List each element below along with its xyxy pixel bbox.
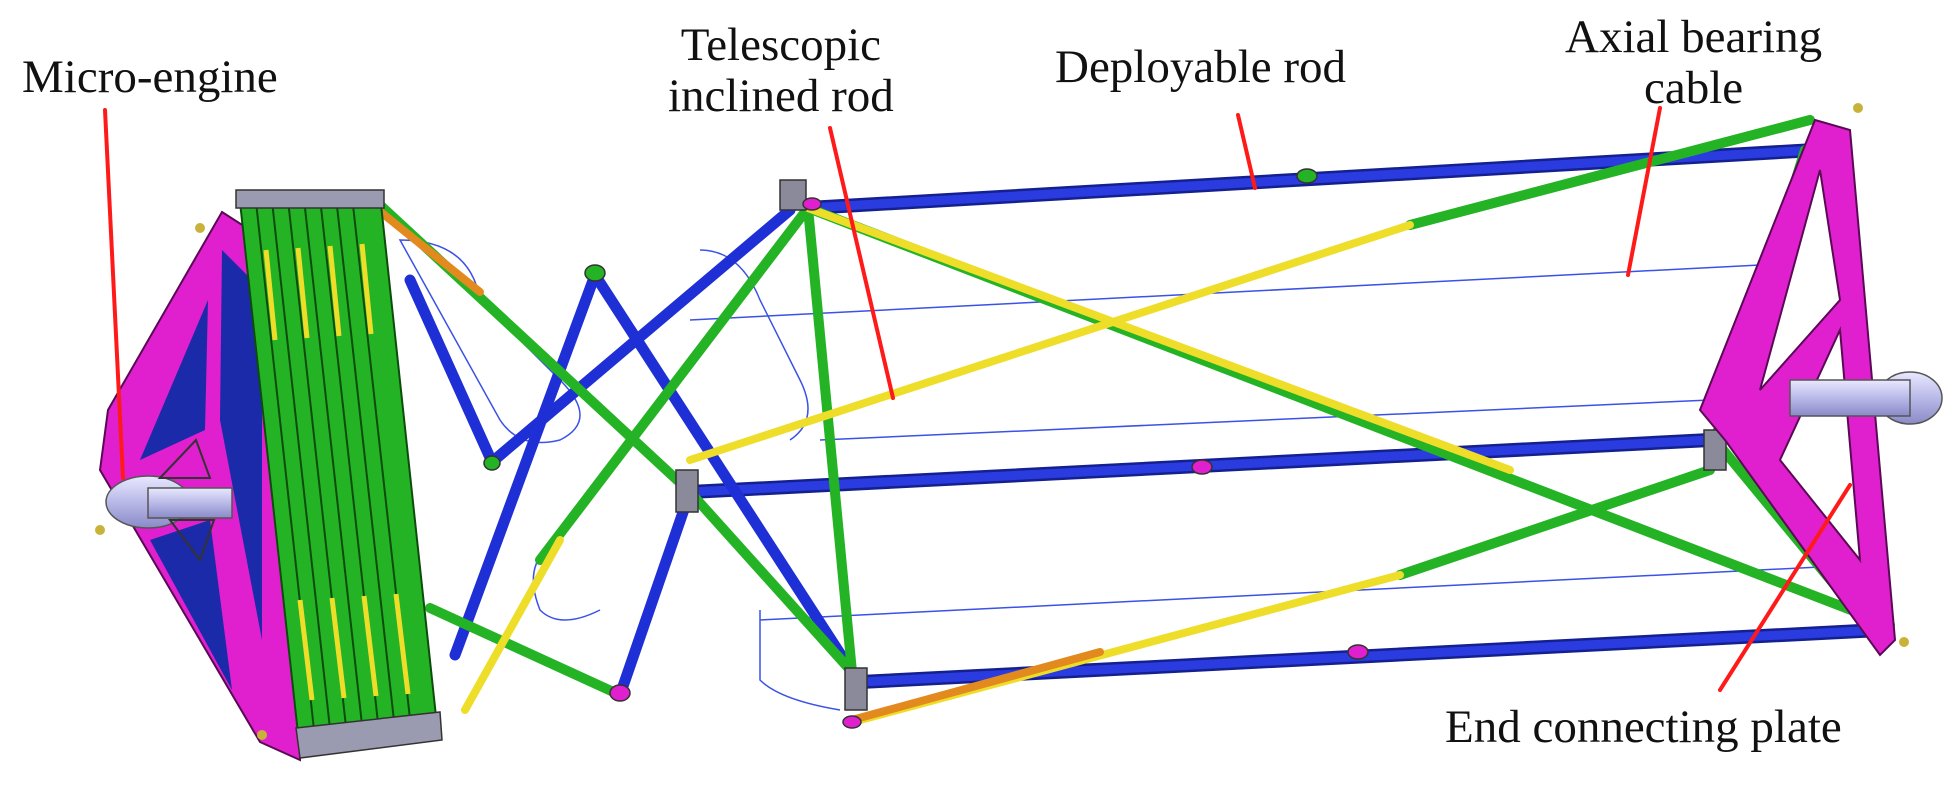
left-plate-window-3 (150, 520, 232, 690)
joint-mid-left (675, 469, 699, 513)
telescopic-rod-cross (804, 204, 1514, 474)
axial-label-line1: Axial bearing (1565, 11, 1823, 63)
bolt-5 (1899, 637, 1909, 647)
scissor-rod-1 (404, 274, 498, 468)
leader-axial (1626, 106, 1662, 277)
green-rod-lower-right (1395, 465, 1715, 580)
stowed-yellow-8 (393, 593, 411, 695)
stowed-yellow-6 (329, 597, 347, 699)
scissor-rod-4 (589, 269, 858, 678)
leader-micro-engine (103, 108, 125, 480)
scissor-rod-3 (449, 269, 601, 661)
micro-engine-left-bracket-bottom (168, 519, 216, 563)
stowed-bundle-cap-bottom (295, 711, 443, 759)
cable-lower (759, 564, 1861, 621)
axial-label-line2: cable (1643, 61, 1744, 114)
joint-scissor-mid (483, 455, 501, 471)
deployable-rod-label: Deployable rod (1055, 41, 1347, 93)
micro-engine-right-body (1789, 379, 1911, 417)
bolt-3 (257, 730, 267, 740)
right-plate-window-1 (1759, 169, 1842, 391)
stowed-bundle-cap-top (235, 189, 385, 209)
stowed-yellow-1 (263, 249, 278, 341)
green-rod-2 (425, 603, 625, 700)
scissor-rods-blue (404, 204, 858, 701)
telescopic-rods (368, 201, 1514, 724)
joint-scissor-top (584, 264, 606, 282)
left-plate-window-2 (140, 300, 208, 460)
stowed-yellow-2 (295, 247, 310, 339)
joints (483, 168, 1727, 729)
joint-magenta-top (802, 197, 822, 211)
orange-rod-top (368, 201, 484, 296)
stowed-yellow-7 (361, 595, 379, 697)
joint-mid-right (1703, 429, 1727, 471)
stowed-yellow-4 (359, 243, 374, 335)
cable-middle (819, 399, 1711, 441)
leader-end-plate (1718, 483, 1852, 692)
end-connecting-plate-label: End connecting plate (1445, 701, 1842, 753)
cable-loop-bottom (759, 610, 841, 711)
micro-engine-left-bracket-top (157, 438, 212, 479)
axial-bearing-cable-label: Axial bearing cable (1565, 12, 1822, 114)
telescopic-rod-upper (686, 221, 1414, 464)
left-end-plate (95, 210, 301, 762)
leader-telescopic (828, 126, 895, 400)
telescopic-label-line2: inclined rod (668, 69, 894, 122)
bolt-1 (195, 223, 205, 233)
right-end-plate (1698, 103, 1943, 657)
stowed-rod-line-4 (303, 198, 365, 744)
bolt-4 (1853, 103, 1863, 113)
micro-engine-label: Micro-engine (22, 51, 278, 103)
stowed-yellow-3 (327, 245, 342, 337)
leader-lines (103, 106, 1852, 692)
telescopic-inclined-rod-label: Telescopic inclined rod (668, 20, 894, 122)
bolt-2 (95, 525, 105, 535)
joint-deploy-mid (1191, 459, 1213, 475)
green-rod-upper-right (1405, 115, 1815, 230)
leader-deployable (1236, 113, 1257, 190)
joint-deploy-bottom (1347, 644, 1369, 660)
cable-upper (689, 264, 1761, 321)
scissor-rod-5 (614, 486, 696, 701)
green-rod-3 (803, 203, 857, 677)
orange-rod-bottom (848, 648, 1104, 724)
stowed-rod-bundle (235, 189, 443, 759)
joint-magenta-bottom (842, 715, 862, 729)
joint-deploy-top (1296, 168, 1318, 184)
green-rods (375, 115, 1895, 700)
stowed-rod-line-6 (335, 196, 397, 740)
telescopic-rod-left (461, 536, 564, 714)
stowed-yellow-5 (297, 599, 315, 701)
micro-engine-left-body (147, 487, 233, 519)
left-plate-window-1 (220, 250, 262, 640)
joint-top-left (779, 179, 807, 211)
joint-scissor-bottom (609, 684, 631, 702)
telescopic-label-line1: Telescopic (680, 19, 882, 71)
green-rod-5 (685, 487, 857, 677)
joint-bottom-left (844, 667, 868, 711)
green-rod-4 (535, 203, 813, 565)
stowed-rod-line-2 (271, 200, 333, 748)
